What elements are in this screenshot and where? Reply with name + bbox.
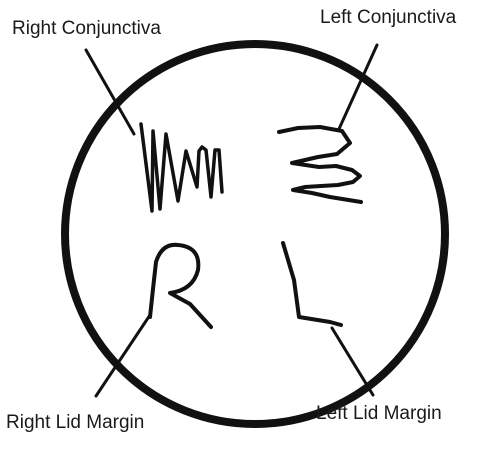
mark-right-conjunctiva-m [139,122,224,213]
mark-left-lid-margin-l [281,241,343,327]
label-left-conjunctiva: Left Conjunctiva [320,7,457,28]
mark-left-conjunctiva-z [277,125,363,204]
leader-line-right-lid-margin [94,313,152,398]
outline-circle [61,40,449,428]
leader-line-left-conjunctiva [337,43,379,131]
label-left-lid-margin: Left Lid Margin [316,403,442,424]
label-right-lid-margin: Right Lid Margin [6,412,144,433]
leader-line-left-lid-margin [330,326,375,397]
mark-right-lid-margin-r [148,242,213,329]
label-right-conjunctiva: Right Conjunctiva [12,18,161,39]
leader-line-right-conjunctiva [84,48,136,136]
